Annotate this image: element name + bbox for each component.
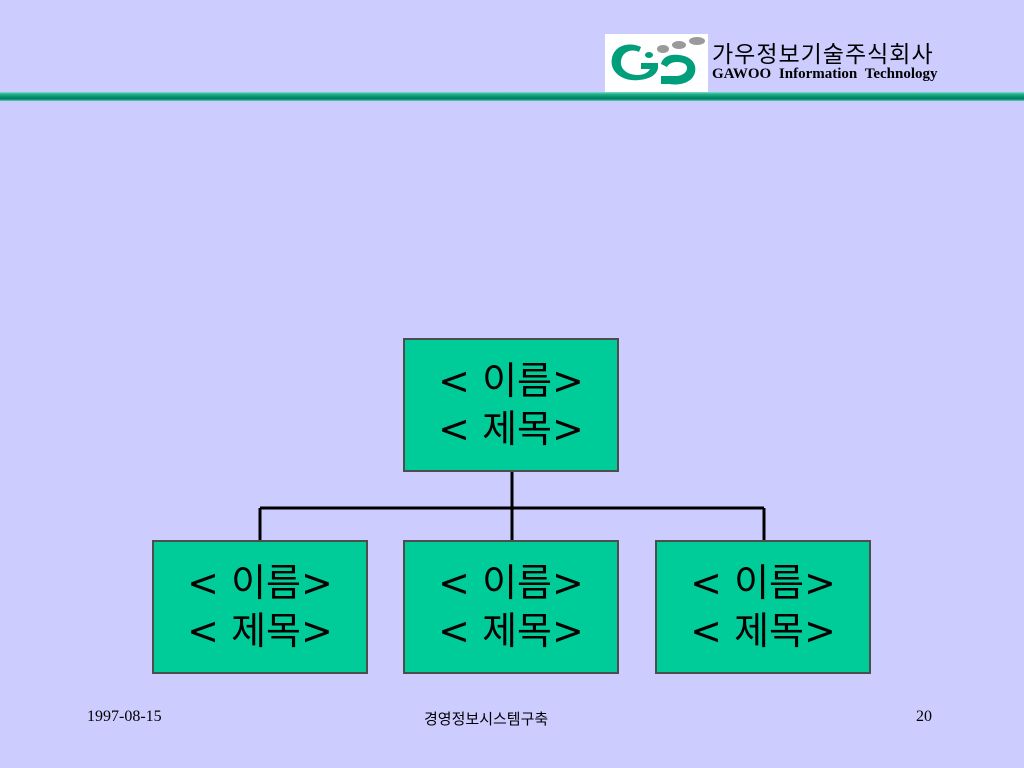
header-divider <box>0 92 1024 101</box>
org-box-subordinate-3[interactable]: < 이름> < 제목> <box>655 540 871 674</box>
company-logo <box>605 34 708 92</box>
footer-page-number: 20 <box>916 708 932 725</box>
org-box-title: < 제목> <box>438 407 584 451</box>
footer-date: 1997-08-15 <box>87 708 162 725</box>
org-box-name: < 이름> <box>438 561 584 605</box>
org-box-title: < 제목> <box>438 609 584 653</box>
org-box-subordinate-1[interactable]: < 이름> < 제목> <box>152 540 368 674</box>
org-box-name: < 이름> <box>438 359 584 403</box>
org-box-name: < 이름> <box>187 561 333 605</box>
org-box-title: < 제목> <box>690 609 836 653</box>
company-name-english: GAWOO Information Technology <box>712 66 938 82</box>
footer-title: 경영정보시스템구축 <box>424 710 549 728</box>
company-name-korean: 가우정보기술주식회사 <box>712 42 934 68</box>
org-box-subordinate-2[interactable]: < 이름> < 제목> <box>403 540 619 674</box>
org-box-top[interactable]: < 이름> < 제목> <box>403 338 619 472</box>
org-box-title: < 제목> <box>187 609 333 653</box>
org-box-name: < 이름> <box>690 561 836 605</box>
gawoo-g-logo-icon <box>611 37 705 85</box>
